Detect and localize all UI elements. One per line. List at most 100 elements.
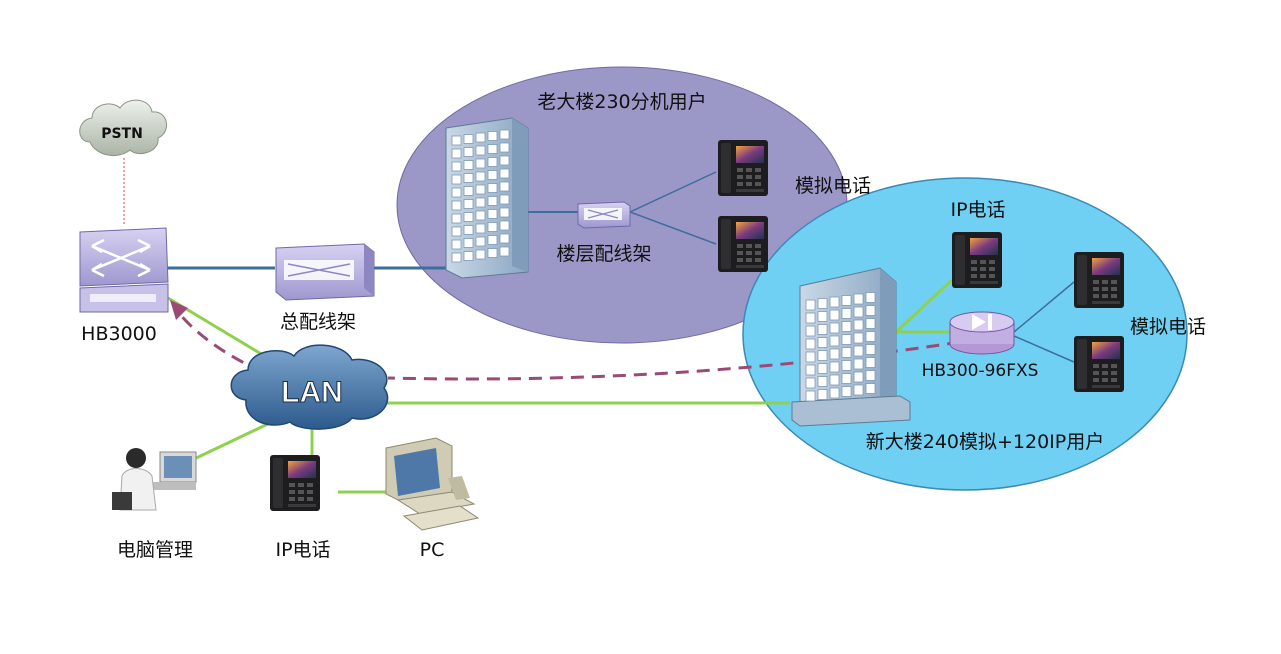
old-building-window (463, 134, 474, 144)
new-building-window (865, 331, 876, 342)
new-building-window (865, 318, 876, 329)
old-building-window (451, 135, 462, 146)
floor-distribution-frame-icon (577, 201, 631, 229)
new-building-window (865, 344, 876, 355)
new-building-window (829, 335, 840, 347)
pstn-label: PSTN (101, 126, 143, 142)
old-building-window (463, 147, 474, 157)
old-building-window (487, 248, 498, 258)
new-building-window (805, 390, 816, 402)
new-building-window (829, 374, 840, 386)
old-building-window (463, 225, 474, 235)
old-building-window (463, 212, 474, 222)
new-building-window (817, 363, 828, 374)
new-building-window (853, 345, 864, 357)
lan-ip-phone-label: IP电话 (275, 539, 330, 561)
old-building-window (475, 197, 486, 208)
pc-icon (385, 437, 480, 531)
dashed-arrow-head (170, 300, 188, 320)
pc-label: PC (420, 539, 445, 561)
old-building-icon (445, 117, 529, 279)
new-building-window (865, 292, 876, 303)
new-building-window (853, 319, 864, 331)
new-building-window (805, 312, 816, 324)
new-building-window (865, 357, 876, 368)
old-building-window (499, 181, 510, 192)
new-ip-phone-icon (952, 232, 1002, 288)
new-building-window (805, 325, 816, 337)
new-building-window (853, 358, 864, 370)
lan-cloud-icon (230, 344, 389, 430)
new-building-window (841, 360, 852, 371)
new-building-window (853, 332, 864, 344)
old-analog-phone-2-icon (718, 216, 768, 272)
link-floor-frame-phone-1 (629, 171, 717, 213)
new-building-window (841, 321, 852, 332)
new-building-window (817, 337, 828, 348)
new-building-title: 新大楼240模拟+120IP用户 (866, 431, 1105, 453)
new-building-window (805, 351, 816, 363)
new-building-window (853, 293, 864, 305)
new-building-window (853, 384, 864, 396)
new-building-window (817, 298, 828, 309)
lan-to-pc-mgmt (191, 420, 273, 462)
new-analog-phones-label: 模拟电话 (1130, 316, 1206, 338)
old-building-window (499, 142, 510, 153)
new-building-window (817, 311, 828, 322)
old-building-window (451, 239, 462, 250)
new-ip-phone-label: IP电话 (950, 199, 1005, 221)
old-building-window (487, 170, 498, 180)
old-building-window (451, 213, 462, 224)
old-analog-phones-label: 模拟电话 (795, 175, 871, 197)
old-building-window (487, 222, 498, 232)
old-building-window (463, 251, 474, 261)
new-building-icon (791, 267, 911, 427)
new-building-window (841, 334, 852, 345)
old-building-window (451, 252, 462, 263)
hb300-label: HB300-96FXS (922, 361, 1039, 381)
new-building-window (853, 306, 864, 318)
old-analog-phone-1-icon (718, 140, 768, 196)
old-building-window (499, 233, 510, 244)
old-building-window (451, 187, 462, 198)
old-building-window (463, 186, 474, 196)
lan-ip-phone-icon (270, 455, 320, 511)
building-to-ip-phone (894, 278, 954, 334)
new-building-window (805, 377, 816, 389)
old-building-window (487, 209, 498, 219)
old-building-window (463, 160, 474, 170)
new-building-window (805, 299, 816, 311)
main-distribution-frame-icon (275, 243, 375, 301)
old-building-window (487, 235, 498, 245)
floor-frame-label: 楼层配线架 (556, 243, 651, 265)
old-building-window (487, 183, 498, 193)
new-building-window (865, 383, 876, 394)
main-frame-label: 总配线架 (280, 311, 356, 333)
lan-label: LAN (281, 376, 343, 409)
old-building-window (451, 148, 462, 159)
old-building-window (475, 236, 486, 247)
new-analog-phone-1-icon (1074, 252, 1124, 308)
hb3000-label: HB3000 (81, 323, 157, 345)
old-building-window (475, 184, 486, 195)
pc-management-icon (112, 448, 197, 511)
new-building-window (829, 348, 840, 360)
new-building-window (841, 308, 852, 319)
old-building-window (475, 249, 486, 260)
old-building-window (499, 168, 510, 179)
new-building-window (841, 373, 852, 384)
dashed-remote-link (387, 340, 961, 381)
new-building-window (841, 347, 852, 358)
old-building-window (499, 129, 510, 140)
old-building-window (487, 144, 498, 154)
old-building-window (463, 238, 474, 248)
hb3000-switch-icon (79, 227, 169, 313)
old-building-window (475, 132, 486, 143)
new-analog-phone-2-icon (1074, 336, 1124, 392)
old-building-window (475, 210, 486, 221)
hb300-to-phone-1 (1013, 281, 1075, 333)
pc-management-label: 电脑管理 (117, 539, 193, 561)
old-building-window (499, 246, 510, 257)
new-building-window (829, 387, 840, 399)
